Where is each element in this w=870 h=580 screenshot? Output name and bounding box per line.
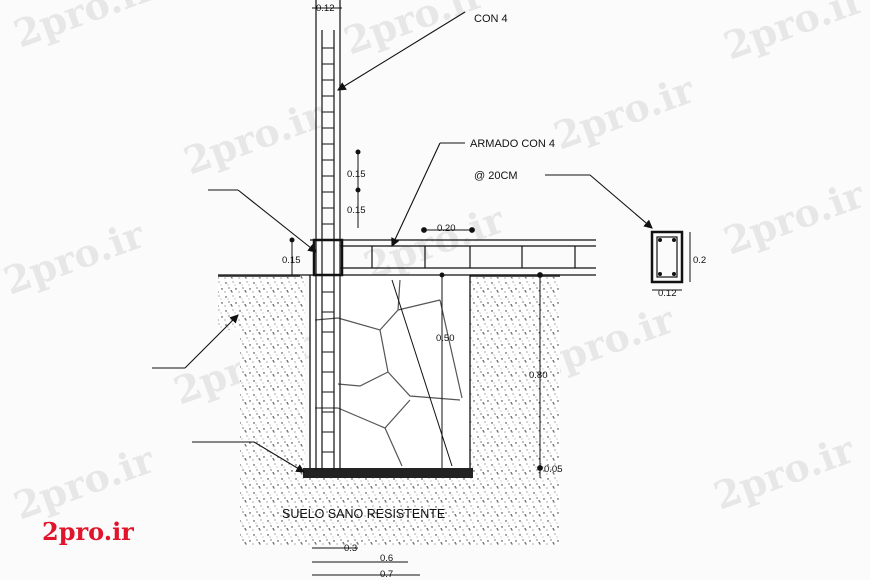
footing-section	[310, 275, 470, 470]
dim-06: 0.6	[380, 553, 393, 564]
dim-07: 0.7	[380, 569, 393, 580]
dim-section-h: 0.2	[693, 255, 706, 266]
dim-020: 0.20	[437, 223, 456, 234]
column-reinforcement	[315, 0, 341, 470]
stone-pattern	[314, 279, 463, 467]
label-suelo: SUELO SANO RESISTENTE	[282, 507, 445, 521]
label-con4: CON 4	[474, 13, 508, 25]
dim-top-width: 0.12	[316, 3, 335, 14]
watermark-text: 2pro.ir	[338, 0, 491, 63]
soil-fill	[218, 275, 560, 545]
watermark-text: 2pro.ir	[178, 91, 331, 183]
leader-lines	[152, 11, 653, 473]
footing-base	[303, 468, 473, 478]
dimension-lines	[289, 7, 543, 576]
dim-03: 0.3	[344, 543, 357, 554]
watermark-text: 2pro.ir	[0, 211, 151, 303]
dim-015-c: 0.15	[282, 255, 301, 266]
watermark-text: 2pro.ir	[718, 171, 870, 263]
dim-050: 0.50	[436, 333, 455, 344]
dim-015-b: 0.15	[347, 205, 366, 216]
watermark-text: 2pro.ir	[718, 0, 870, 68]
column-stirrups	[322, 47, 334, 453]
dim-005: 0.05	[544, 464, 563, 475]
watermark-text: 2pro.ir	[708, 426, 861, 518]
column-beam-joint	[312, 238, 344, 277]
label-armado: ARMADO CON 4	[470, 138, 555, 150]
dim-015-a: 0.15	[347, 169, 366, 180]
stirrup-section	[650, 230, 691, 291]
label-spacing: @ 20CM	[474, 170, 518, 182]
dim-section-w: 0.12	[658, 288, 677, 299]
watermark-text: 2pro.ir	[548, 66, 701, 158]
watermark-text: 2pro.ir	[8, 436, 161, 528]
brand-logo: 2pro.ir	[42, 517, 134, 546]
beam-reinforcement	[310, 239, 596, 276]
watermark-text: 2pro.ir	[8, 0, 161, 56]
dim-080: 0.80	[529, 370, 548, 381]
